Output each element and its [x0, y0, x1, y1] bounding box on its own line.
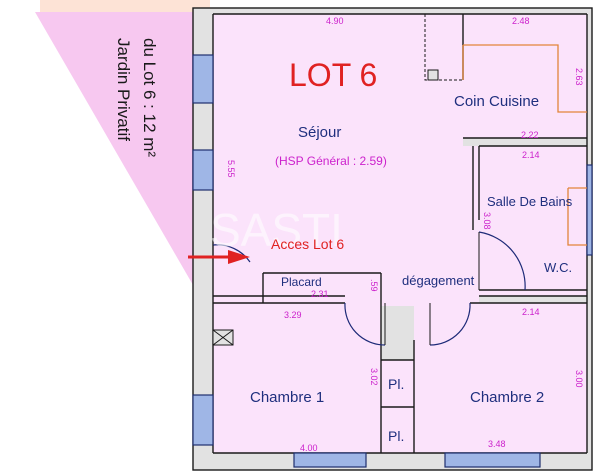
dim-sejour-left: 5.55: [226, 160, 236, 178]
dim-sdb-top: 2.14: [522, 150, 540, 160]
garden-label-line2: du Lot 6 : 12 m²: [140, 38, 159, 157]
chambre2-label: Chambre 2: [470, 389, 544, 406]
garden-label-line1: Jardin Privatif: [114, 38, 133, 141]
chambre1-label: Chambre 1: [250, 389, 324, 406]
sejour-label: Séjour: [298, 124, 341, 141]
placard-label: Placard: [281, 275, 322, 289]
bathtub: [567, 187, 587, 246]
chambre1-room: [213, 303, 381, 453]
chambre2-room: [414, 303, 587, 453]
pl2-label: Pl.: [388, 428, 404, 444]
dim-chambre1-bottom: 4.00: [300, 443, 318, 453]
sejour-hsp: (HSP Général : 2.59): [275, 154, 387, 168]
chimney-box: [212, 329, 234, 346]
watermark-text: SASTI: [210, 204, 343, 256]
top-strip: [40, 0, 210, 14]
door-swings: [212, 231, 526, 346]
dim-chambre2-right: 3.00: [574, 370, 584, 388]
dim-chambre2-top: 2.14: [522, 307, 540, 317]
wc-label: W.C.: [544, 260, 572, 275]
lot-title: LOT 6: [289, 57, 377, 93]
degagement-label: dégagement: [402, 273, 475, 288]
dim-placard-depth: .59: [369, 279, 379, 292]
access-label: Acces Lot 6: [271, 236, 344, 252]
degagement-room: [381, 146, 479, 306]
dim-sdb-left: 3.08: [482, 212, 492, 230]
cuisine-room: [463, 14, 587, 138]
windows: [192, 54, 593, 468]
sdb-room: [479, 146, 587, 296]
salle-de-bains-label: Salle De Bains: [487, 194, 573, 209]
dim-chambre1-right: 3.02: [369, 368, 379, 386]
pl1-label: Pl.: [388, 376, 404, 392]
dim-sejour-top: 4.90: [326, 16, 344, 26]
coin-cuisine-label: Coin Cuisine: [454, 93, 539, 110]
kitchen-counter: [462, 44, 587, 113]
dim-cuisine-top: 2.48: [512, 16, 530, 26]
dim-chambre2-bottom: 3.48: [488, 439, 506, 449]
dim-chambre1-top: 3.29: [284, 310, 302, 320]
garden-area: [35, 12, 193, 285]
dim-cuisine-right: 2.63: [574, 68, 584, 86]
dim-placard-width: 2.31: [311, 289, 329, 299]
access-arrow: [188, 250, 250, 264]
dim-cuisine-bottom: 2.22: [521, 130, 539, 140]
garden-label: Jardin Privatif du Lot 6 : 12 m²: [114, 38, 159, 157]
